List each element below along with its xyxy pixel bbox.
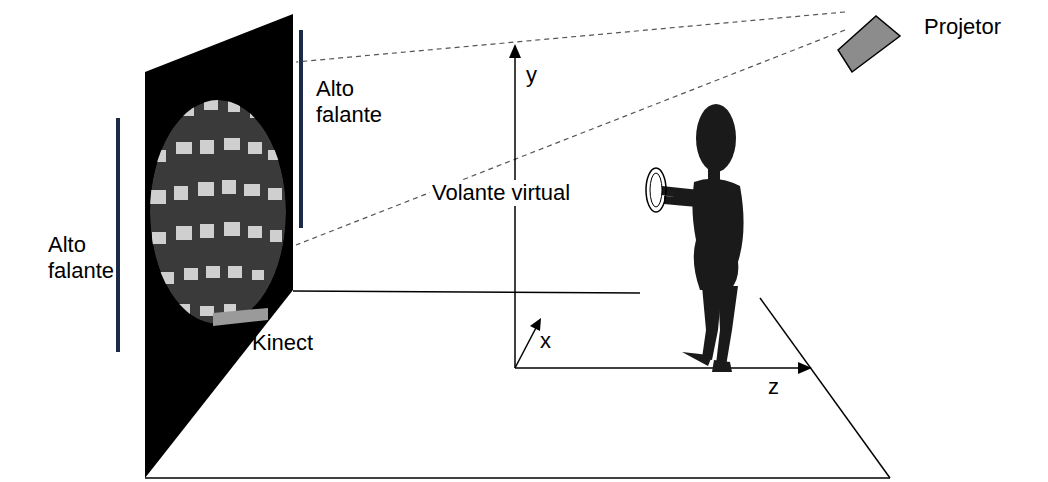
kinect-sensor: [213, 308, 268, 326]
axis-arrowheads: [509, 44, 812, 374]
device-label: Projetor: [924, 14, 1034, 40]
device-label: Volante virtual: [430, 180, 572, 206]
device-label: Alto falante: [48, 232, 120, 285]
axis-label: x: [540, 328, 551, 354]
device-label: Kinect: [252, 330, 313, 356]
device-label: Alto falante: [316, 76, 406, 129]
virtual-wheel: [646, 168, 666, 212]
axis-lines: [515, 50, 805, 368]
person-silhouette: [662, 104, 744, 372]
projected-sphere: [150, 100, 286, 324]
projection-beam: [296, 12, 845, 245]
floor-lines: [145, 291, 890, 478]
speaker-bar: [116, 118, 120, 352]
speaker-bar: [299, 30, 303, 228]
axis-label: z: [768, 374, 779, 400]
projector-icon: [838, 16, 900, 72]
axis-label: y: [526, 62, 537, 88]
projection-screen: [145, 14, 293, 478]
